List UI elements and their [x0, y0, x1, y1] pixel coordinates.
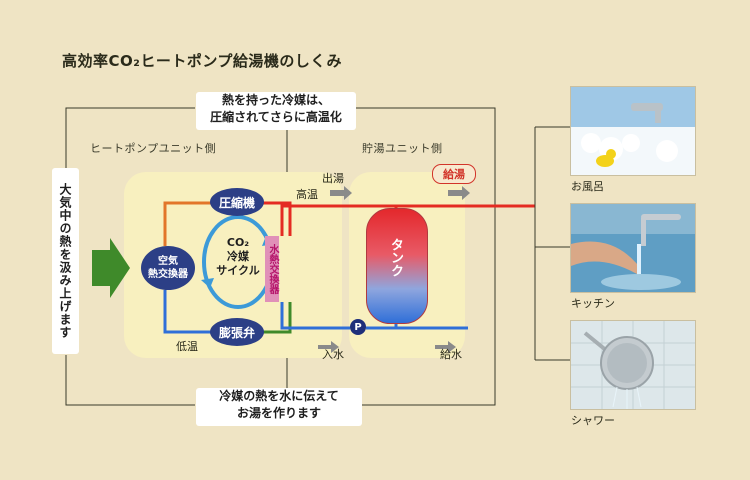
page-title: 高効率CO₂ヒートポンプ給湯機のしくみ — [62, 52, 342, 70]
compressor-node: 圧縮機 — [210, 188, 264, 216]
expansion-valve-node: 膨張弁 — [210, 318, 264, 346]
side-label: 大気中の熱を汲み上げます — [52, 168, 79, 354]
tank-label: タンク — [388, 238, 403, 277]
tank — [366, 208, 428, 324]
refrigerant-loop — [163, 201, 292, 334]
shower-photo — [570, 320, 696, 410]
section-tank-unit: 貯湯ユニット側 — [362, 142, 443, 155]
hot-water-supply-badge: 給湯 — [432, 164, 476, 184]
destination-label-kitchen: キッチン — [571, 297, 615, 310]
water-in-label: 入水 — [322, 348, 344, 361]
destination-label-shower: シャワー — [571, 414, 615, 427]
water-heat-exchanger: 水熱交換器 — [265, 236, 279, 302]
co2-cycle-label: CO₂ 冷媒 サイクル — [216, 236, 260, 277]
high-temp-label: 高温 — [296, 188, 318, 201]
pump-node: P — [350, 319, 366, 335]
kitchen-photo — [570, 203, 696, 293]
air-heat-exchanger-node: 空気 熱交換器 — [141, 246, 195, 290]
flow-arrows — [318, 186, 470, 353]
branch-lines — [534, 126, 570, 361]
air-intake-arrow — [92, 238, 130, 298]
callout-compression: 熱を持った冷媒は、 圧縮されてさらに高温化 — [196, 92, 356, 130]
low-temp-label: 低温 — [176, 340, 198, 353]
heat-pump-panel — [124, 172, 342, 358]
outlet-label: 出湯 — [322, 172, 344, 185]
destination-label-bath: お風呂 — [571, 180, 604, 193]
bath-photo — [570, 86, 696, 176]
section-heat-pump: ヒートポンプユニット側 — [90, 142, 217, 155]
callout-heat-transfer: 冷媒の熱を水に伝えて お湯を作ります — [196, 388, 362, 426]
water-supply-label: 給水 — [440, 348, 462, 361]
